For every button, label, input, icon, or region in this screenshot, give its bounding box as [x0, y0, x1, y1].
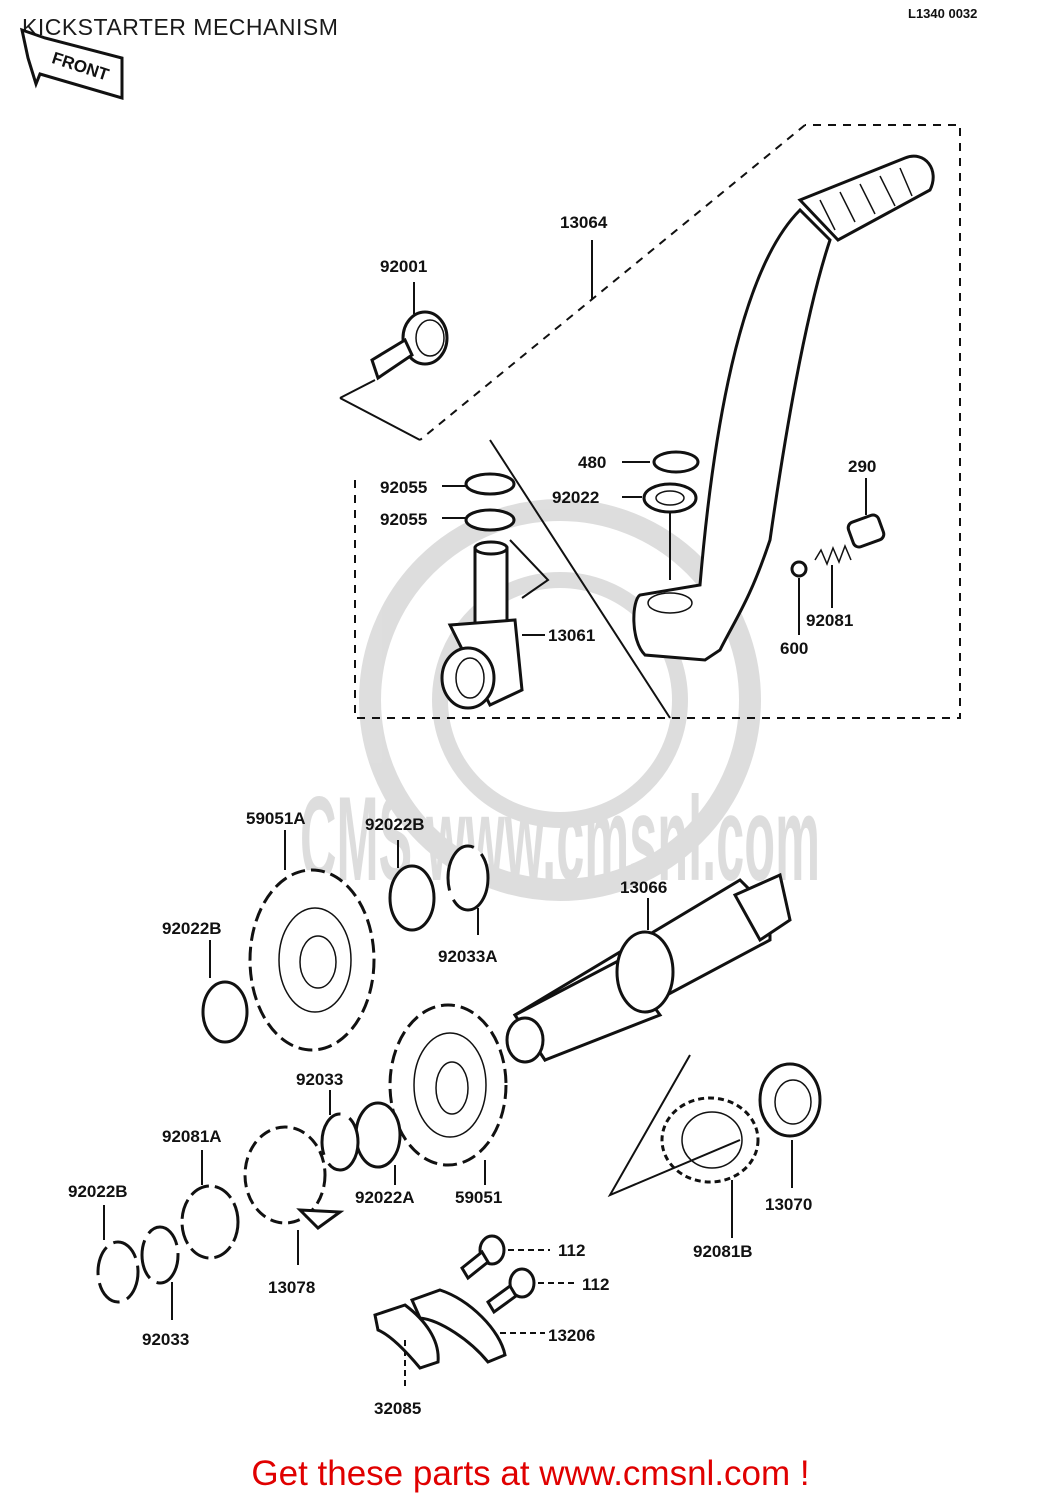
washer-92022B-left	[201, 940, 249, 1044]
label-92055-lower: 92055	[380, 510, 427, 529]
label-13078: 13078	[268, 1278, 315, 1297]
label-13061: 13061	[548, 626, 595, 645]
washer-92022B-top	[388, 840, 436, 932]
label-13206: 13206	[548, 1326, 595, 1345]
gear-59051A	[248, 830, 376, 1052]
label-13070: 13070	[765, 1195, 812, 1214]
label-480: 480	[578, 453, 606, 472]
label-92081: 92081	[806, 611, 853, 630]
washer-92022A	[354, 1101, 402, 1185]
cap-290	[846, 478, 886, 549]
label-13066: 13066	[620, 878, 667, 897]
washer-92022B-bottom	[96, 1205, 140, 1304]
spring-92081B	[607, 1054, 760, 1238]
bolt-112-lower	[486, 1267, 575, 1315]
washer-92022	[622, 482, 698, 580]
o-ring-92055-upper	[442, 472, 516, 496]
kick-boss-13061	[440, 539, 550, 710]
label-92033-mid: 92033	[296, 1070, 343, 1089]
footer-link[interactable]: Get these parts at www.cmsnl.com !	[251, 1454, 810, 1493]
label-112-lower: 112	[582, 1275, 609, 1294]
label-59051: 59051	[455, 1188, 502, 1207]
ratchet-13078	[243, 1125, 345, 1265]
label-92022A: 92022A	[355, 1188, 415, 1207]
label-92022B-bottom: 92022B	[68, 1182, 128, 1201]
washer-480	[622, 450, 700, 474]
label-92033-bottom: 92033	[142, 1330, 189, 1349]
label-112-upper: 112	[558, 1241, 585, 1260]
kick-shaft-13066	[505, 872, 792, 1064]
front-arrow: FRONT	[19, 27, 124, 101]
label-92081B: 92081B	[693, 1242, 753, 1261]
kick-pedal-group-outline	[339, 124, 961, 719]
gear-59051	[388, 1003, 508, 1185]
kick-pedal-13064	[591, 154, 935, 662]
label-32085: 32085	[374, 1399, 421, 1418]
o-ring-92055-lower	[442, 508, 516, 532]
ball-600	[790, 560, 808, 635]
label-92001: 92001	[380, 257, 427, 276]
plate-32085	[373, 1303, 440, 1390]
label-290: 290	[848, 457, 876, 476]
bolt-112-upper	[460, 1234, 550, 1281]
circlip-92033A	[446, 844, 490, 935]
part-labels: 92001 13064 480 92022 290 92055 92055 13…	[68, 213, 876, 1418]
guide-13070	[758, 1062, 822, 1188]
label-92022B-left: 92022B	[162, 919, 222, 938]
spring-92081A	[180, 1150, 240, 1260]
label-600: 600	[780, 639, 808, 658]
bolt-92001	[370, 282, 449, 381]
label-92081A: 92081A	[162, 1127, 222, 1146]
label-13064: 13064	[560, 213, 608, 232]
label-92022: 92022	[552, 488, 599, 507]
circlip-92033-bottom	[140, 1225, 180, 1320]
label-92055-upper: 92055	[380, 478, 427, 497]
label-92033A: 92033A	[438, 947, 498, 966]
spring-92081	[814, 543, 852, 608]
stopper-13206	[409, 1288, 545, 1364]
label-59051A: 59051A	[246, 809, 306, 828]
diagram-code: L1340 0032	[908, 6, 978, 21]
label-92022B-top: 92022B	[365, 815, 425, 834]
circlip-92033-mid	[320, 1090, 360, 1172]
page-title: KICKSTARTER MECHANISM	[22, 14, 339, 40]
